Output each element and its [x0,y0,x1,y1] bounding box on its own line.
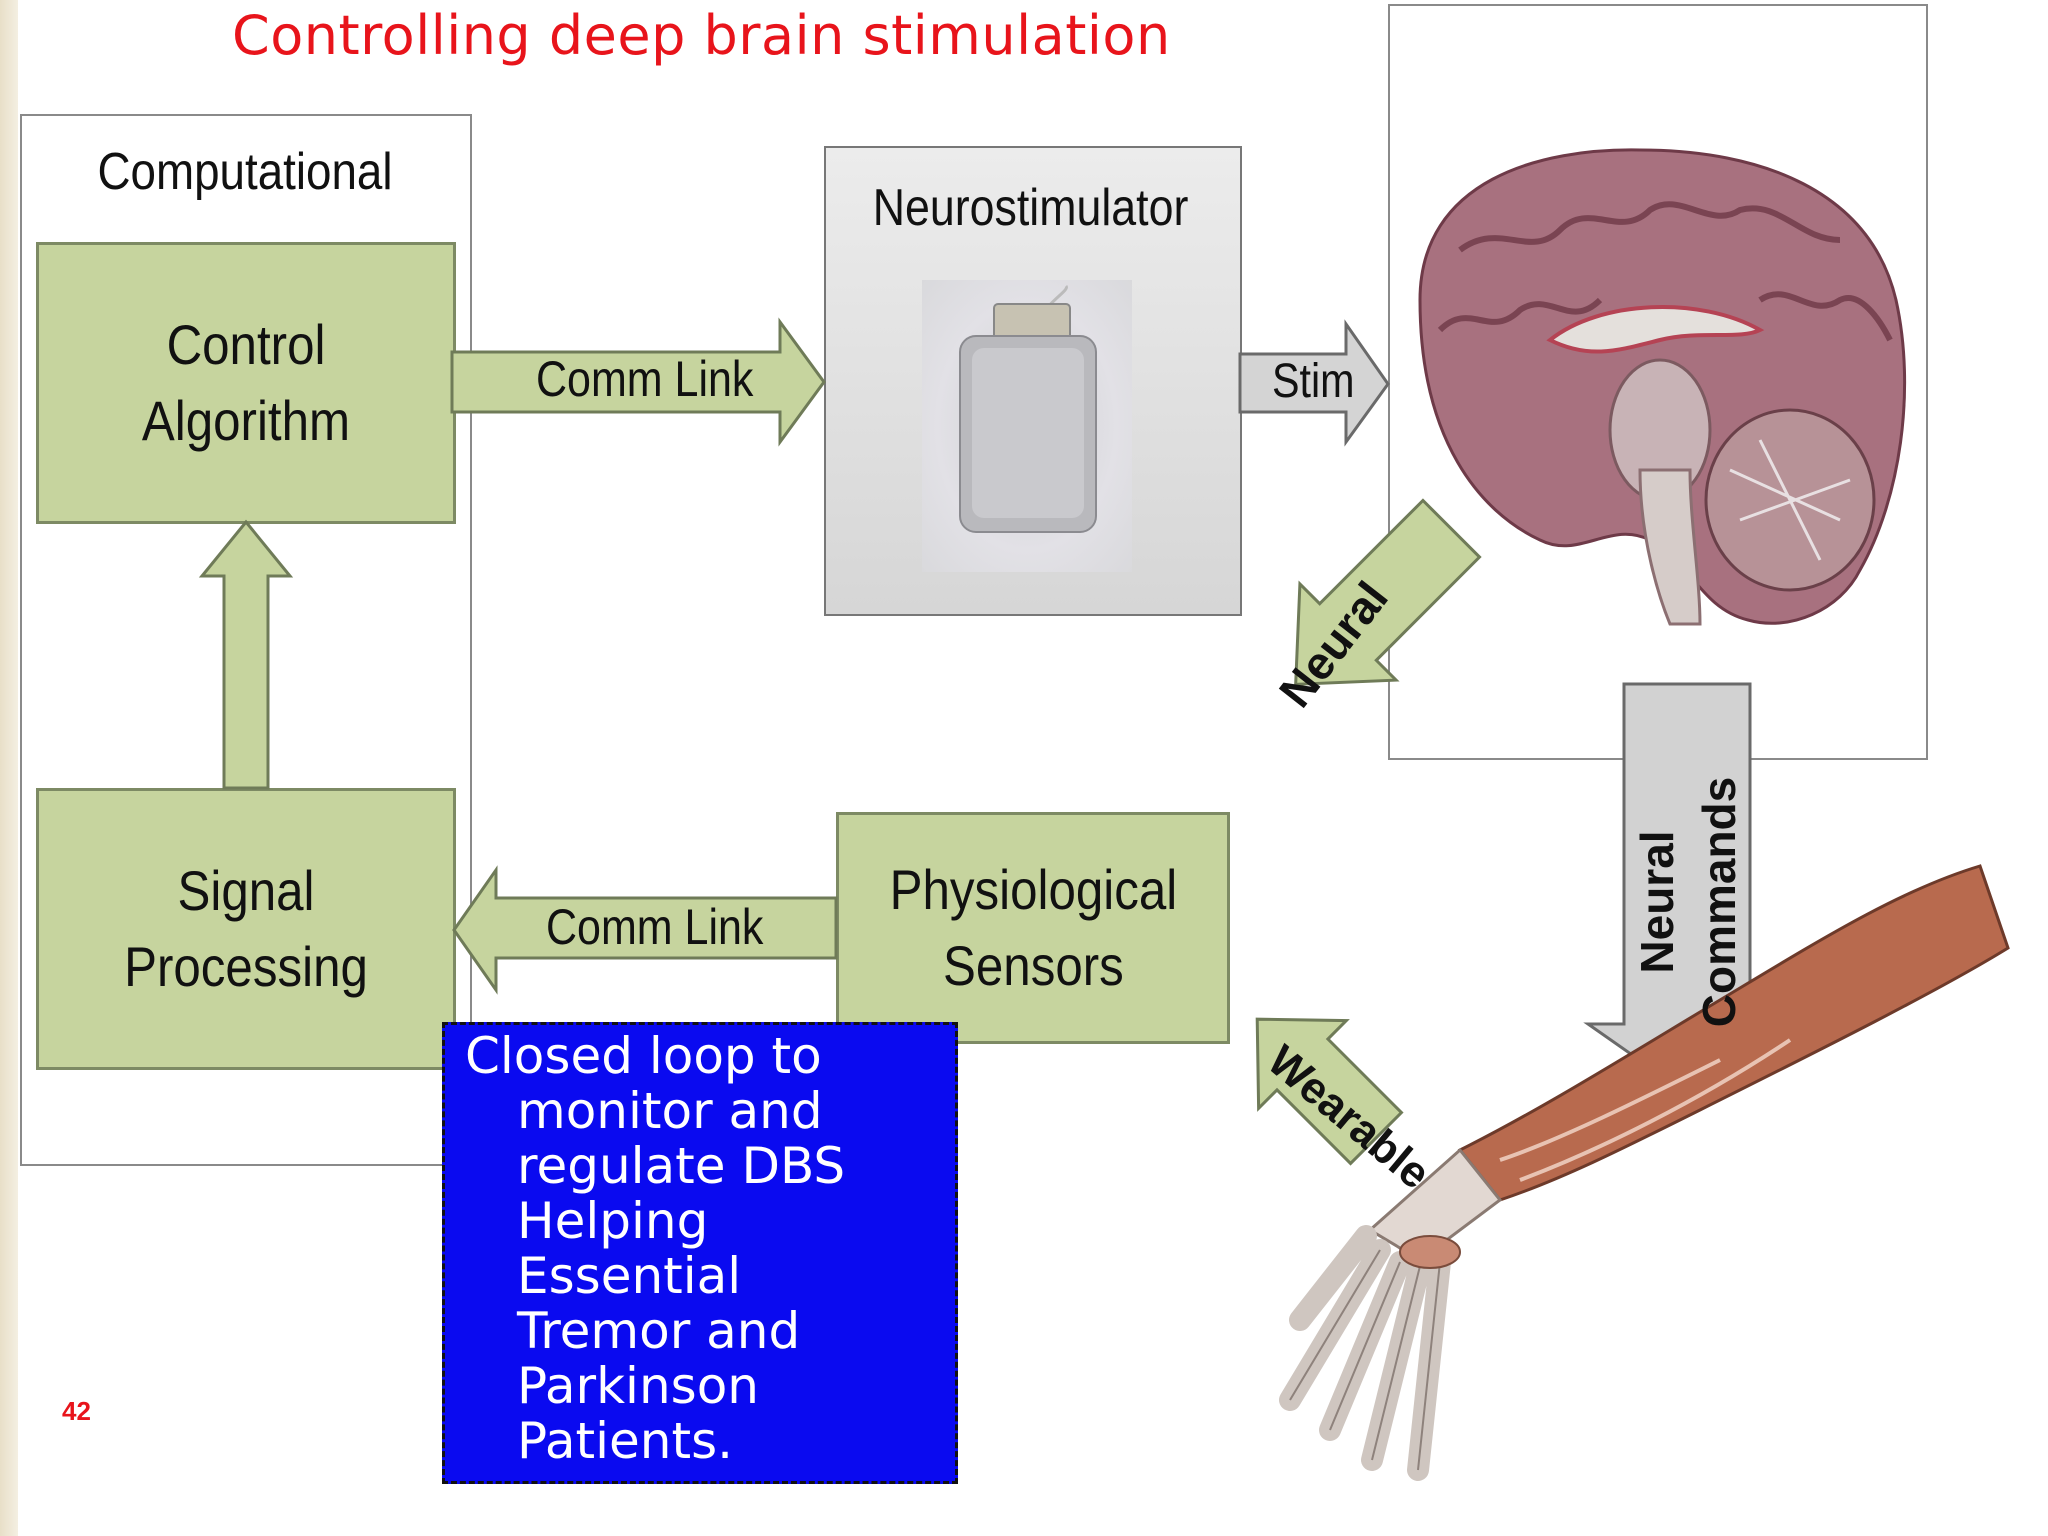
comm-link-bottom-arrow [452,865,838,995]
slide-side-strip [0,0,18,1536]
sensors-line: Sensors [942,934,1124,997]
slide-title: Controlling deep brain stimulation [232,4,1171,67]
neurostimulator-label-text: Neurostimulator [873,179,1189,237]
brain-image [1418,148,1907,626]
stim-arrow [1238,319,1390,447]
computational-label: Computational [97,143,393,201]
callout-line: Tremor and [517,1302,801,1360]
arm-image [1279,864,2010,1481]
control-algorithm-label: Control Algorithm [141,313,351,452]
callout-line: Essential [517,1247,742,1305]
wearable-arrow [1255,1017,1404,1166]
control-algorithm-box: Control Algorithm [36,242,456,524]
neural-commands-line-1: Neural [1631,830,1683,974]
signal-processing-box: Signal Processing [36,788,456,1070]
stim-label: Stim [1272,355,1355,408]
up-arrow [198,519,294,790]
neurostimulator-label: Neurostimulator [824,178,1238,238]
comm-link-top-arrow [450,317,826,447]
callout-line: monitor and [517,1082,823,1140]
physiological-sensors-label: Physiological Sensors [889,852,1177,1003]
neural-arrow [1294,498,1482,686]
neurostimulator-device-image [959,284,1097,533]
comm-link-top-label: Comm Link [536,351,754,407]
neural-commands-label: Neural Commands [1626,752,1750,1052]
neural-commands-line-2: Commands [1693,776,1745,1028]
closed-loop-callout: Closed loop to monitor and regulate DBS … [442,1022,958,1484]
signal-processing-label: Signal Processing [124,859,368,998]
comm-link-bottom-label: Comm Link [546,899,764,955]
page-number: 42 [62,1396,91,1426]
callout-line: Helping [517,1192,709,1250]
physiological-line: Physiological [889,858,1177,922]
physiological-sensors-box: Physiological Sensors [836,812,1230,1044]
callout-line: Closed loop to [465,1027,822,1085]
callout-line: Parkinson [517,1357,759,1415]
callout-line: regulate DBS [517,1137,846,1195]
callout-line: Patients. [517,1412,734,1470]
